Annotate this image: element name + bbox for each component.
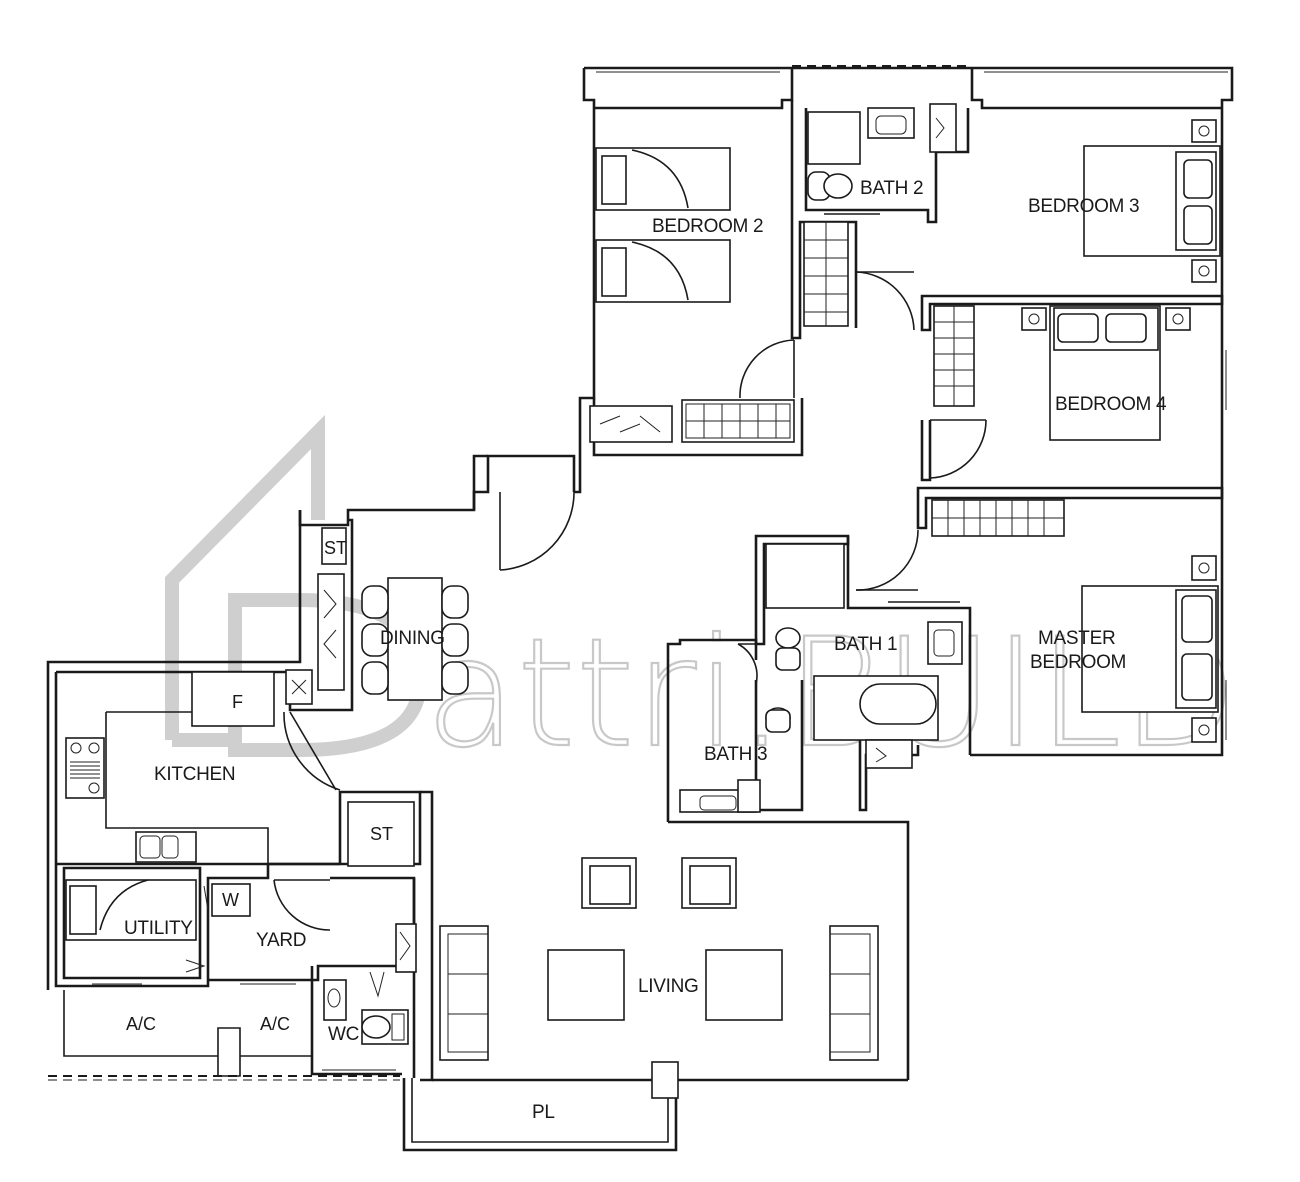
label-bedroom-2: BEDROOM 2 — [652, 216, 763, 237]
label-bedroom-3: BEDROOM 3 — [1028, 196, 1139, 217]
label-bath-3: BATH 3 — [704, 744, 767, 765]
label-kitchen: KITCHEN — [154, 764, 235, 785]
label-bath-2: BATH 2 — [860, 178, 923, 199]
room-labels: BEDROOM 2 BATH 2 BEDROOM 3 BEDROOM 4 DIN… — [124, 178, 1167, 1123]
label-store-kitchen: ST — [370, 824, 393, 844]
label-master-line1: MASTER — [1038, 628, 1115, 649]
label-master-line2: BEDROOM — [1030, 652, 1126, 673]
label-store-top: ST — [324, 538, 347, 558]
walls — [46, 65, 1234, 1152]
label-living: LIVING — [638, 976, 699, 997]
label-fridge: F — [232, 692, 243, 712]
label-pl: PL — [532, 1102, 555, 1123]
label-utility: UTILITY — [124, 918, 193, 939]
label-dining: DINING — [380, 628, 445, 649]
label-ac-left: A/C — [126, 1014, 156, 1034]
label-bath-1: BATH 1 — [834, 634, 897, 655]
label-washer: W — [222, 890, 239, 910]
label-wc: WC — [328, 1024, 359, 1045]
furniture — [65, 103, 1221, 1061]
label-bedroom-4: BEDROOM 4 — [1055, 394, 1167, 415]
label-yard: YARD — [256, 930, 306, 951]
label-ac-right: A/C — [260, 1014, 290, 1034]
doors — [92, 71, 1228, 1071]
